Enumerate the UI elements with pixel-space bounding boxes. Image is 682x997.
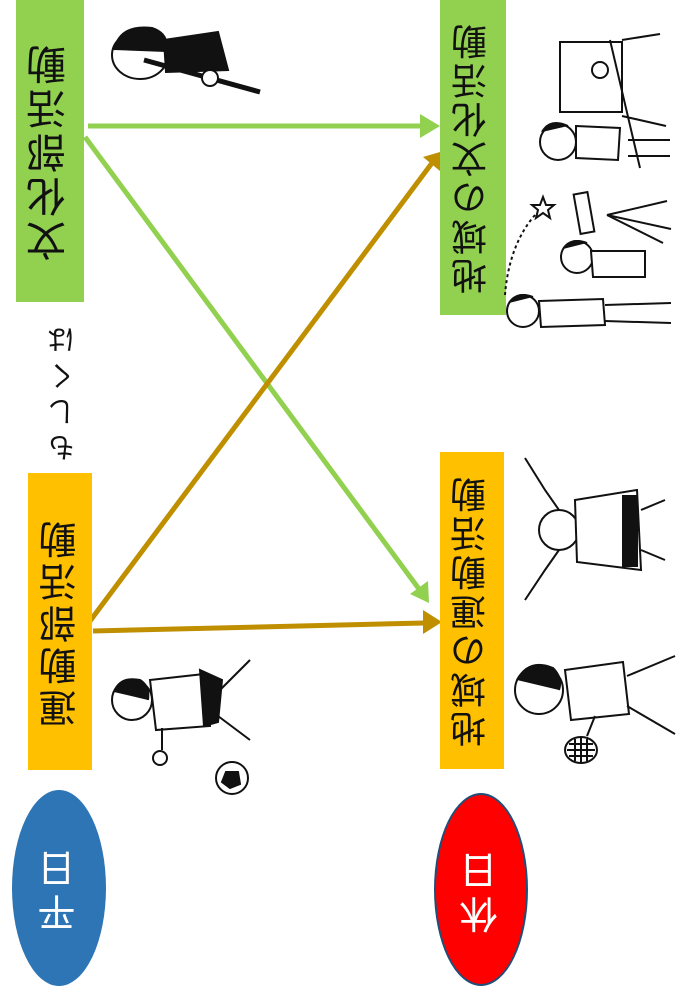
holiday-sports-box: 地域の運動活動: [440, 452, 504, 769]
arrow-culture-to-sports: [82, 135, 429, 603]
weekday-sports-label: 運動部活動: [38, 516, 83, 727]
arrow-sports-to-culture: [87, 152, 440, 623]
holiday-culture-label: 地域の文化活動: [452, 21, 493, 294]
clarinet-player-icon: [111, 26, 261, 95]
arrow-sports-to-sports: [92, 610, 442, 634]
arrow-culture-to-culture: [88, 114, 440, 138]
weekday-pill: 平日: [12, 790, 106, 986]
tennis-player-icon: [514, 655, 676, 764]
or-text-box: もしくは: [38, 318, 88, 462]
holiday-sports-label: 地域の運動活動: [451, 474, 492, 747]
painter-icon: [539, 33, 670, 169]
weekday-label: 平日: [37, 844, 82, 932]
weekday-sports-box: 運動部活動: [28, 473, 92, 770]
soccer-player-icon: [111, 659, 251, 795]
or-text: もしくは: [46, 318, 79, 462]
stargazers-icon: [504, 190, 672, 329]
holiday-culture-box: 地域の文化活動: [440, 0, 506, 315]
holiday-label: 休日: [459, 845, 504, 934]
holiday-pill: 休日: [434, 793, 528, 986]
weekday-culture-box: 文化部活動: [16, 0, 84, 302]
judo-player-icon: [524, 457, 666, 601]
weekday-culture-label: 文化部活動: [27, 41, 73, 261]
